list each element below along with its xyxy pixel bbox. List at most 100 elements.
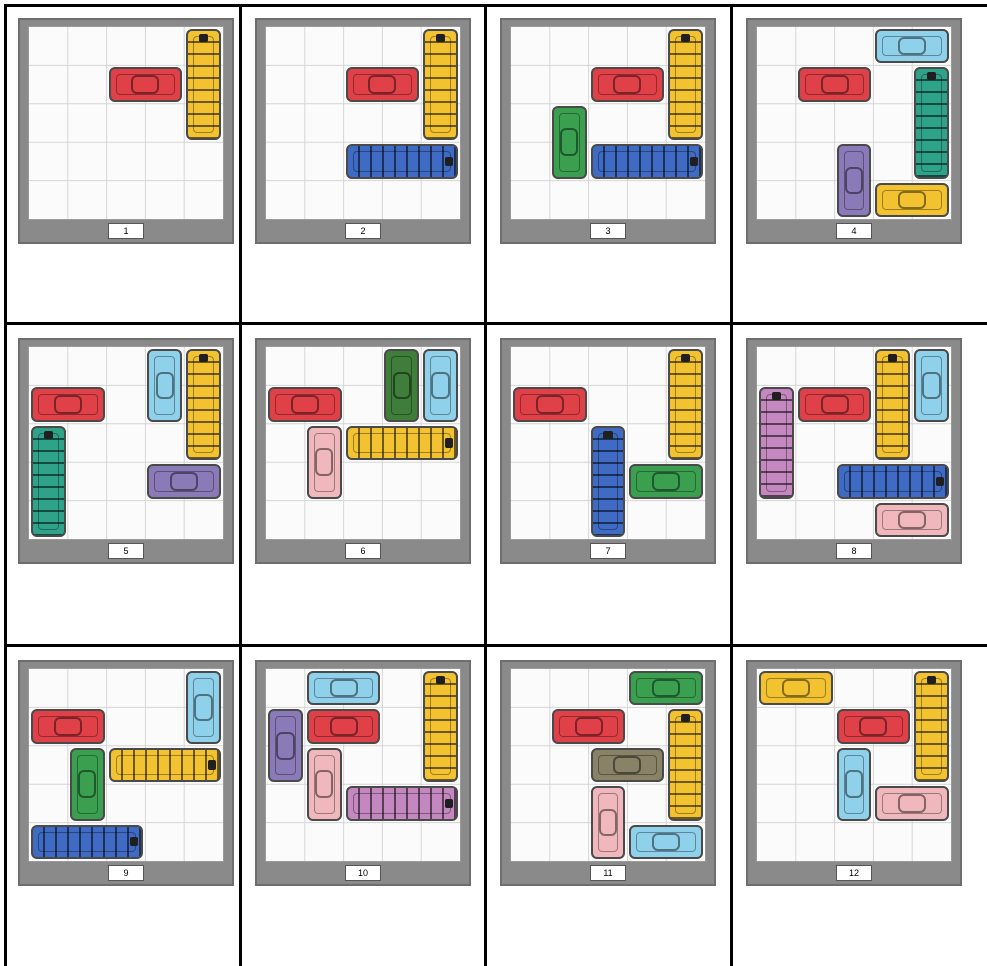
lightblue-car[interactable] xyxy=(186,671,221,744)
teal-truck[interactable] xyxy=(31,426,66,537)
pink-car[interactable] xyxy=(591,786,626,859)
blue-truck[interactable] xyxy=(837,464,949,498)
magenta-truck[interactable] xyxy=(759,387,794,498)
blue-truck[interactable] xyxy=(31,825,143,859)
board-grid xyxy=(265,346,461,540)
puzzle-number-label: 8 xyxy=(836,543,872,559)
yellow-truck[interactable] xyxy=(668,29,703,140)
lightblue-car[interactable] xyxy=(837,748,872,821)
puzzle-number-label: 3 xyxy=(590,223,626,239)
red-car[interactable] xyxy=(31,709,105,743)
yellow-truck[interactable] xyxy=(423,29,458,140)
puzzle-board: 4 xyxy=(746,18,962,244)
puzzle-number-label: 2 xyxy=(345,223,381,239)
lightblue-car[interactable] xyxy=(423,349,458,422)
puzzle-board: 1 xyxy=(18,18,234,244)
board-grid xyxy=(28,668,224,862)
board-grid xyxy=(265,26,461,220)
blue-truck[interactable] xyxy=(591,144,703,178)
lightblue-car[interactable] xyxy=(147,349,182,422)
green-car[interactable] xyxy=(629,671,703,705)
cell-divider-vertical xyxy=(4,4,7,966)
board-grid xyxy=(756,26,952,220)
yellow-truck[interactable] xyxy=(346,426,458,460)
puzzle-board: 9 xyxy=(18,660,234,886)
green-car[interactable] xyxy=(629,464,703,498)
red-car[interactable] xyxy=(798,387,872,421)
green-car[interactable] xyxy=(70,748,105,821)
purple-car[interactable] xyxy=(268,709,303,782)
lightblue-car[interactable] xyxy=(629,825,703,859)
board-grid xyxy=(28,346,224,540)
red-car[interactable] xyxy=(513,387,587,421)
lightblue-car[interactable] xyxy=(307,671,381,705)
board-grid xyxy=(28,26,224,220)
yellow-truck[interactable] xyxy=(914,671,949,782)
blue-truck[interactable] xyxy=(346,144,458,178)
puzzle-number-label: 7 xyxy=(590,543,626,559)
board-grid xyxy=(756,668,952,862)
green-car[interactable] xyxy=(552,106,587,179)
puzzle-number-label: 4 xyxy=(836,223,872,239)
puzzle-board: 12 xyxy=(746,660,962,886)
yellow-car[interactable] xyxy=(759,671,833,705)
red-car[interactable] xyxy=(31,387,105,421)
yellow-car[interactable] xyxy=(875,183,949,217)
puzzle-number-label: 10 xyxy=(345,865,381,881)
puzzle-board: 3 xyxy=(500,18,716,244)
puzzle-board: 7 xyxy=(500,338,716,564)
yellow-truck[interactable] xyxy=(668,349,703,460)
purple-car[interactable] xyxy=(147,464,221,498)
puzzle-number-label: 9 xyxy=(108,865,144,881)
pink-car[interactable] xyxy=(307,426,342,499)
puzzle-board: 8 xyxy=(746,338,962,564)
lightblue-car[interactable] xyxy=(914,349,949,422)
lightblue-car[interactable] xyxy=(875,29,949,63)
board-grid xyxy=(756,346,952,540)
board-grid xyxy=(510,26,706,220)
cell-divider-horizontal xyxy=(4,322,987,325)
puzzle-number-label: 5 xyxy=(108,543,144,559)
red-car[interactable] xyxy=(552,709,626,743)
yellow-truck[interactable] xyxy=(186,349,221,460)
yellow-truck[interactable] xyxy=(875,349,910,460)
cell-divider-vertical xyxy=(730,4,733,966)
cell-divider-horizontal xyxy=(4,4,987,7)
darkgreen-car[interactable] xyxy=(384,349,419,422)
purple-car[interactable] xyxy=(837,144,872,217)
puzzle-board: 11 xyxy=(500,660,716,886)
board-grid xyxy=(510,346,706,540)
cell-divider-horizontal xyxy=(4,644,987,647)
yellow-truck[interactable] xyxy=(668,709,703,820)
red-car[interactable] xyxy=(346,67,420,101)
magenta-truck[interactable] xyxy=(346,786,458,820)
pink-car[interactable] xyxy=(307,748,342,821)
cell-divider-vertical xyxy=(484,4,487,966)
board-grid xyxy=(265,668,461,862)
puzzle-board: 5 xyxy=(18,338,234,564)
red-car[interactable] xyxy=(307,709,381,743)
puzzle-board: 6 xyxy=(255,338,471,564)
olive-car[interactable] xyxy=(591,748,665,782)
puzzle-number-label: 1 xyxy=(108,223,144,239)
cell-divider-vertical xyxy=(239,4,242,966)
board-grid xyxy=(510,668,706,862)
blue-truck[interactable] xyxy=(591,426,626,537)
teal-truck[interactable] xyxy=(914,67,949,178)
yellow-truck[interactable] xyxy=(186,29,221,140)
puzzle-number-label: 11 xyxy=(590,865,626,881)
red-car[interactable] xyxy=(109,67,183,101)
red-car[interactable] xyxy=(798,67,872,101)
red-car[interactable] xyxy=(268,387,342,421)
puzzle-number-label: 6 xyxy=(345,543,381,559)
red-car[interactable] xyxy=(837,709,911,743)
red-car[interactable] xyxy=(591,67,665,101)
puzzle-number-label: 12 xyxy=(836,865,872,881)
puzzle-board: 10 xyxy=(255,660,471,886)
puzzle-board: 2 xyxy=(255,18,471,244)
pink-car[interactable] xyxy=(875,503,949,537)
pink-car[interactable] xyxy=(875,786,949,820)
yellow-truck[interactable] xyxy=(109,748,221,782)
yellow-truck[interactable] xyxy=(423,671,458,782)
